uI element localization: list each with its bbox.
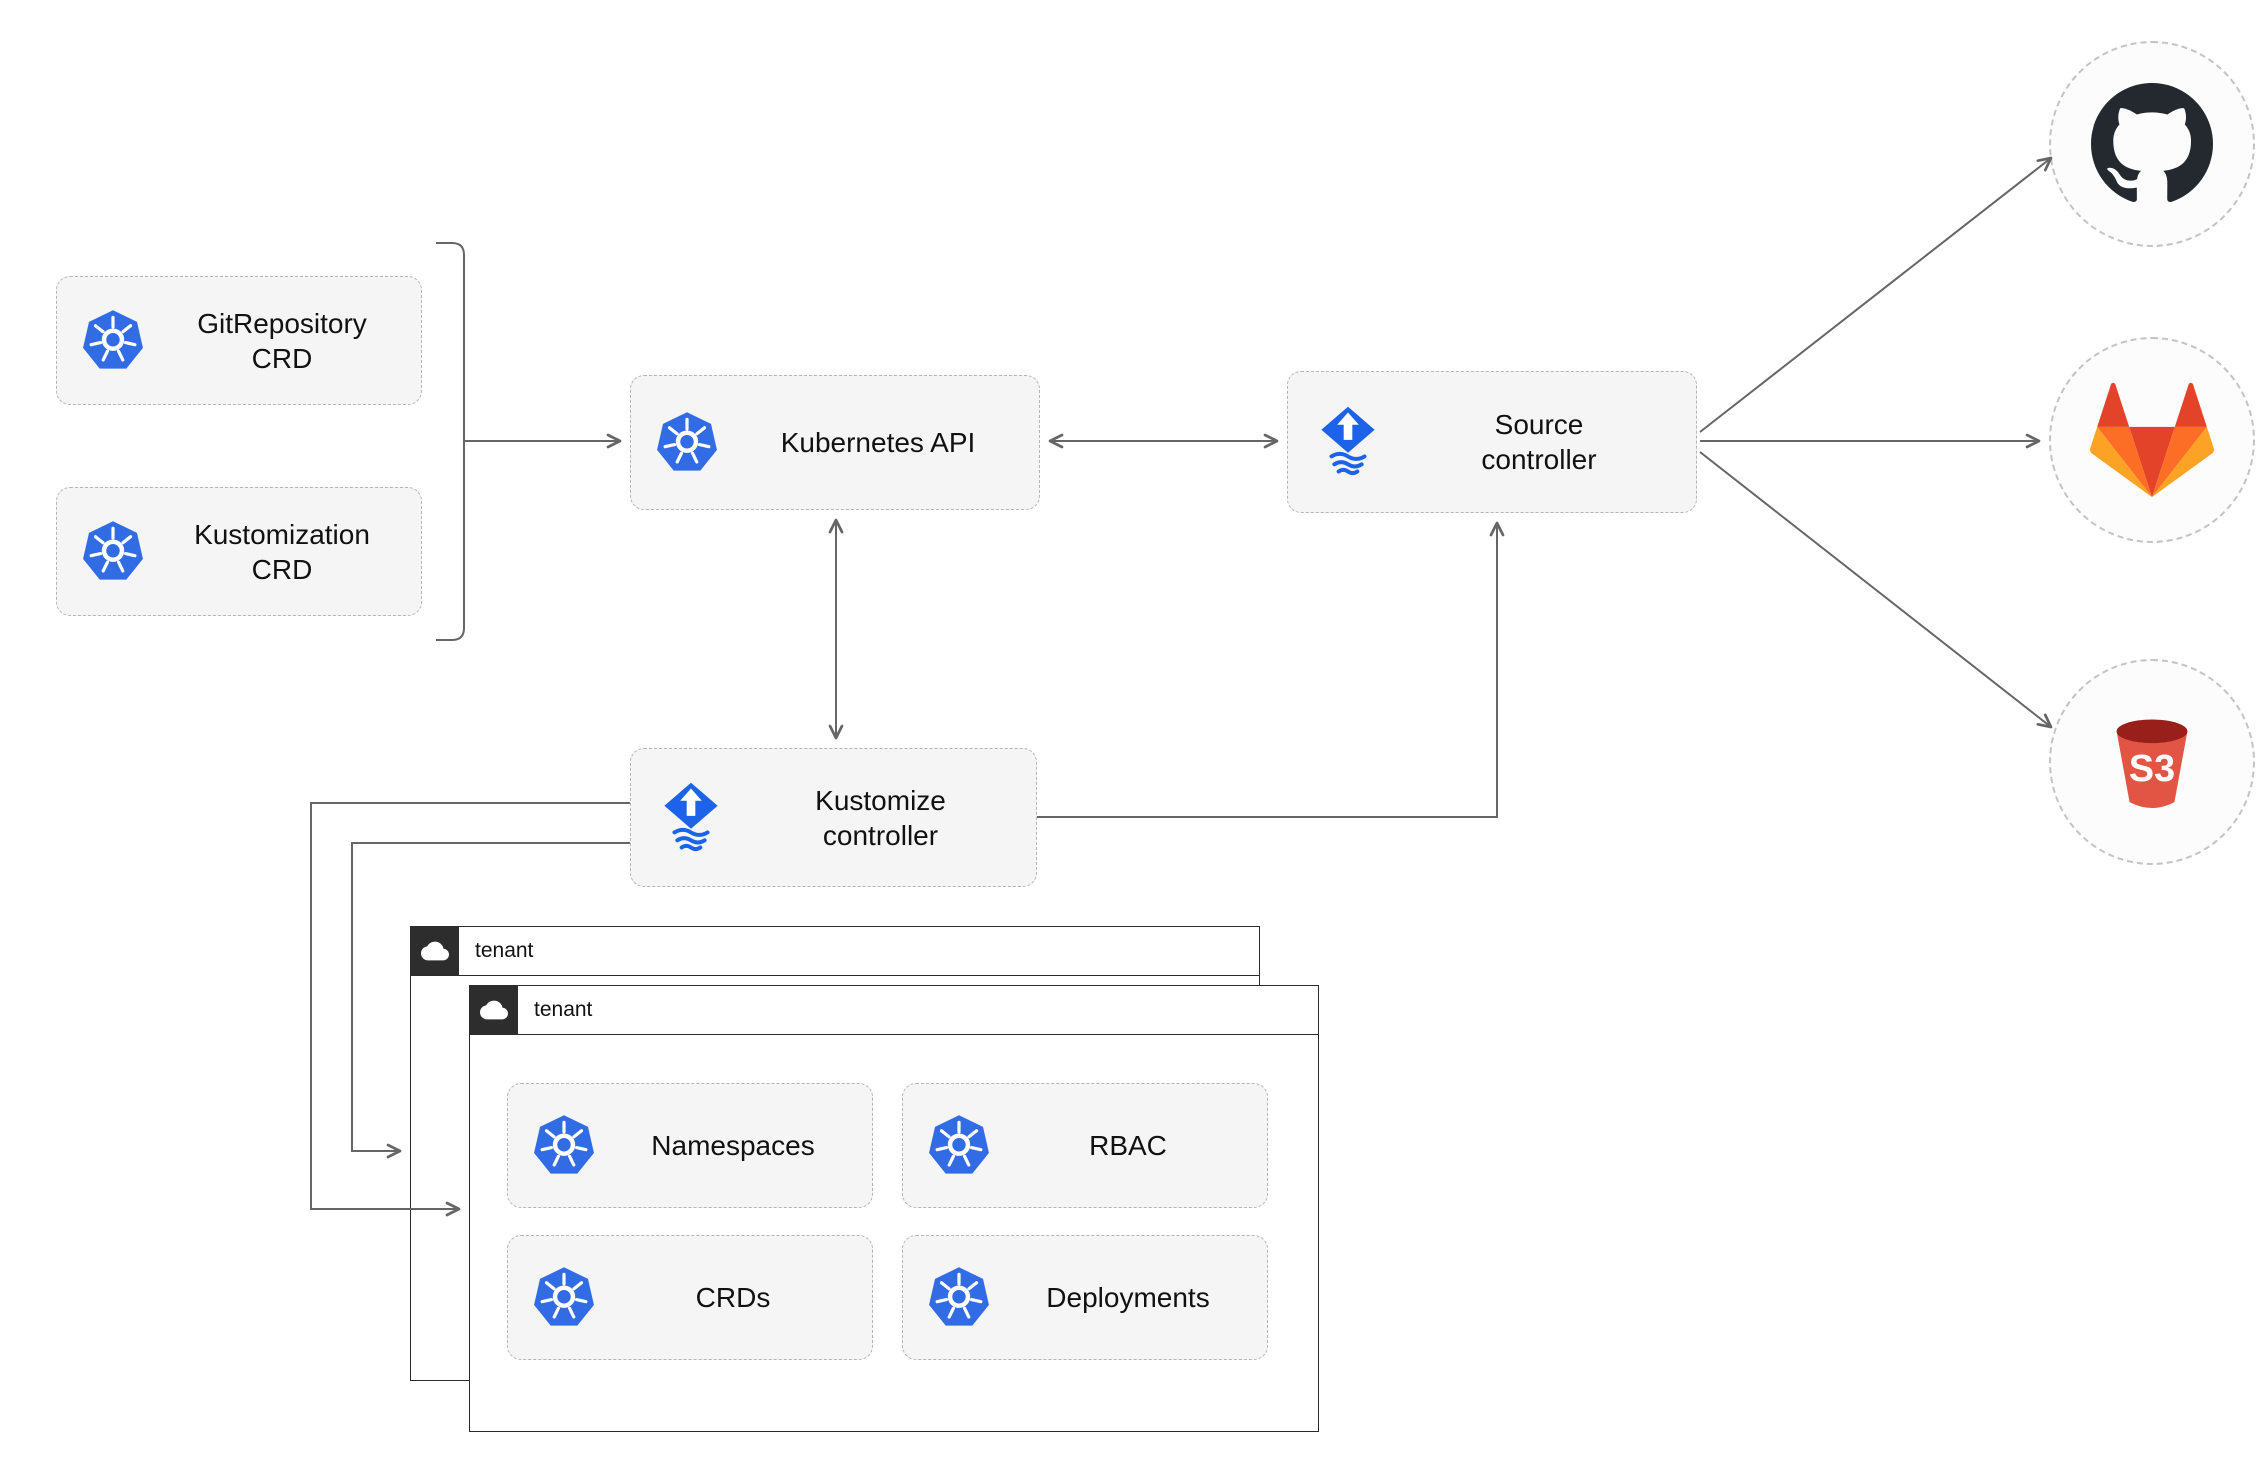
node-label: Kustomize controller: [815, 784, 946, 851]
kubernetes-icon: [655, 411, 719, 475]
flux-icon: [655, 780, 727, 856]
kubernetes-icon: [81, 520, 145, 584]
node-gitrepository-crd: GitRepository CRD: [56, 276, 422, 405]
node-namespaces: Namespaces: [507, 1083, 873, 1208]
node-label: CRDs: [695, 1282, 771, 1313]
connector-source-controller-to-s3: [1699, 451, 2053, 729]
node-label: GitRepository CRD: [197, 307, 367, 374]
node-label: RBAC: [1089, 1130, 1167, 1161]
kubernetes-icon: [927, 1114, 991, 1178]
github-icon: [2091, 83, 2213, 205]
node-label: Kubernetes API: [780, 427, 976, 458]
node-crds: CRDs: [507, 1235, 873, 1360]
node-label: Deployments: [1046, 1282, 1210, 1313]
connector-kustomize-to-source-controller: [1037, 521, 1505, 818]
node-label: Kustomization CRD: [194, 518, 370, 585]
tenant-label: tenant: [534, 998, 593, 1021]
node-label: Namespaces: [651, 1130, 815, 1161]
node-rbac: RBAC: [902, 1083, 1268, 1208]
external-s3: S3: [2049, 659, 2255, 865]
tenant-header: tenant: [411, 927, 1259, 976]
kubernetes-icon: [81, 309, 145, 373]
kubernetes-icon: [927, 1266, 991, 1330]
flux-icon: [1312, 404, 1384, 480]
cloud-icon: [470, 986, 518, 1034]
node-deployments: Deployments: [902, 1235, 1268, 1360]
external-github: [2049, 41, 2255, 247]
s3-bucket-icon: S3: [2093, 703, 2211, 821]
tenant-box-front: tenant Namespaces RBAC CRDs Deploym: [469, 985, 1319, 1432]
s3-badge-text: S3: [2129, 747, 2175, 789]
crd-group-bracket: [436, 242, 465, 641]
node-kubernetes-api: Kubernetes API: [630, 375, 1040, 510]
node-kustomization-crd: Kustomization CRD: [56, 487, 422, 616]
connector-source-controller-to-github: [1699, 156, 2053, 433]
cloud-icon: [411, 927, 459, 975]
tenant-header: tenant: [470, 986, 1318, 1035]
kubernetes-icon: [532, 1266, 596, 1330]
tenant-label: tenant: [475, 939, 534, 962]
node-label: Source controller: [1481, 409, 1597, 475]
kubernetes-icon: [532, 1114, 596, 1178]
external-gitlab: [2049, 337, 2255, 543]
gitlab-icon: [2090, 378, 2214, 502]
node-kustomize-controller: Kustomize controller: [630, 748, 1037, 887]
node-source-controller: Source controller: [1287, 371, 1697, 513]
